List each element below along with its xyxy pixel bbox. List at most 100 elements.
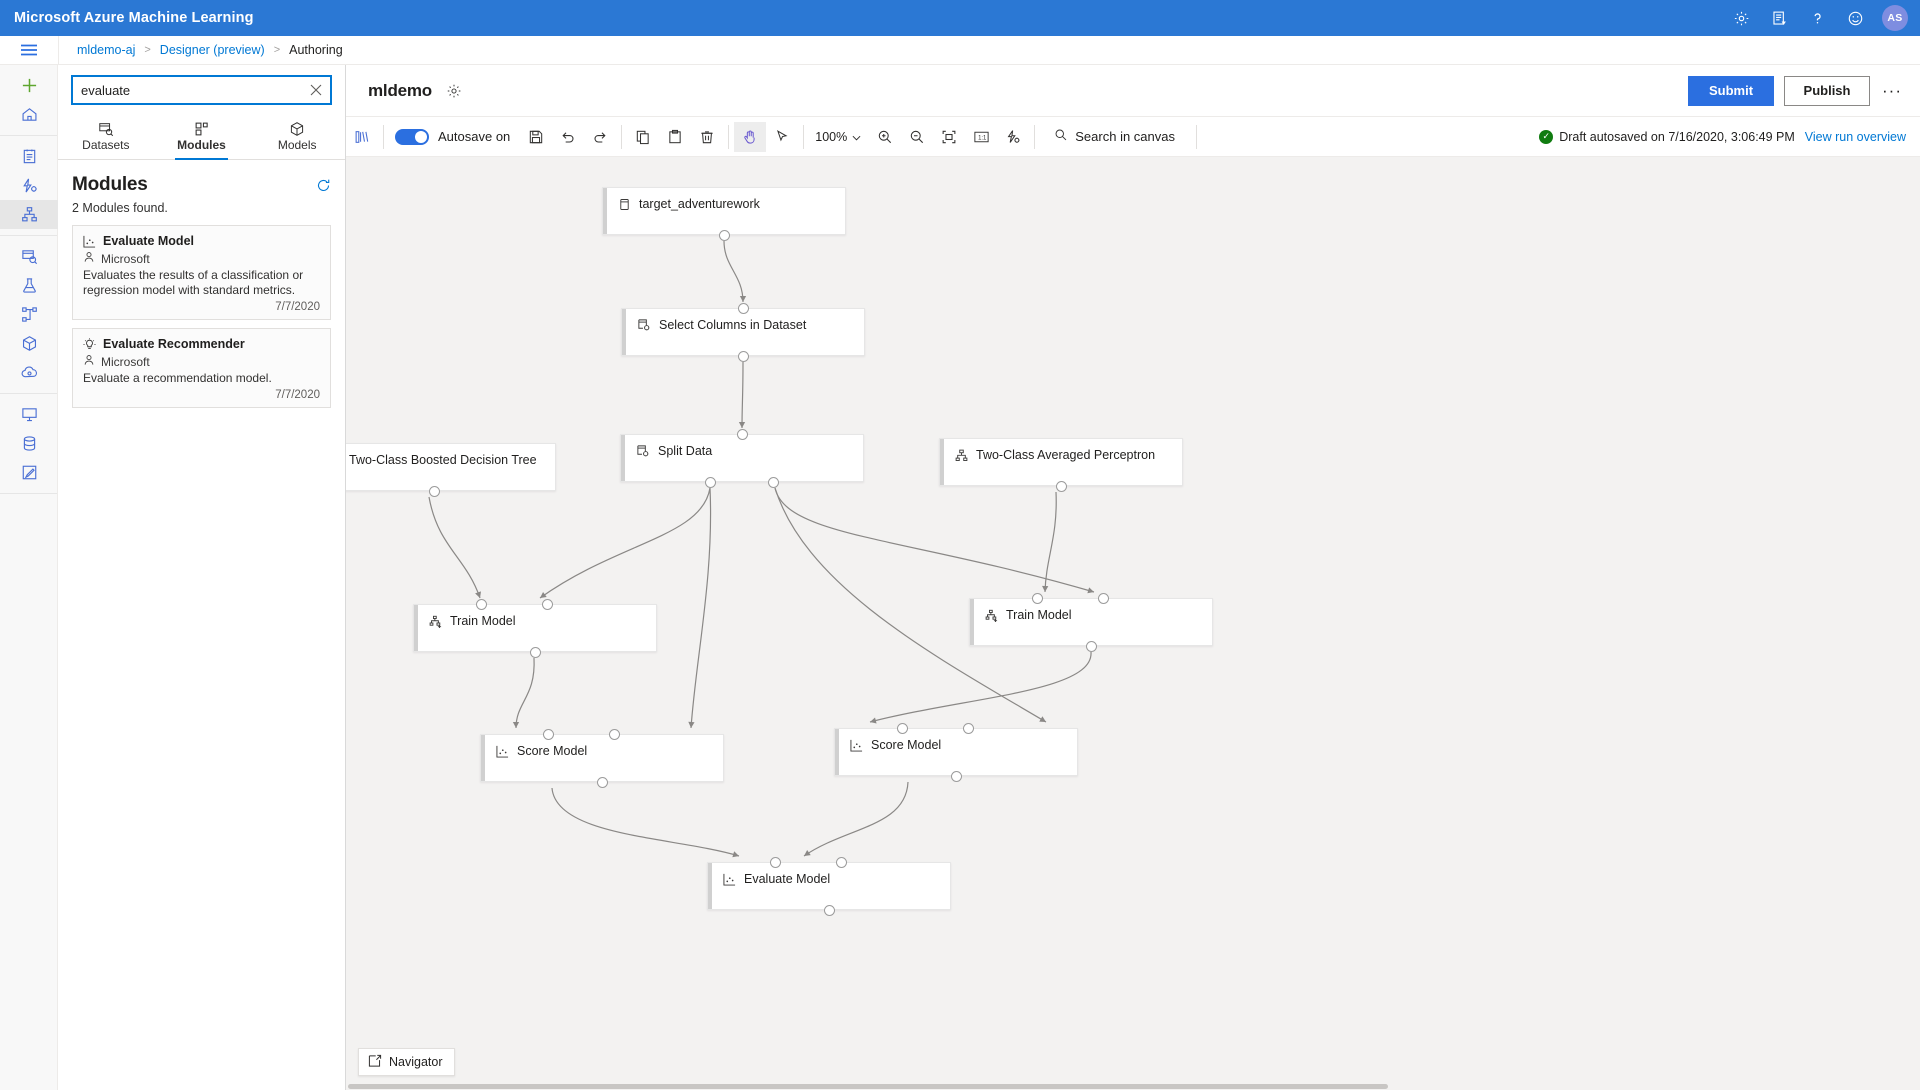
notebooks-icon[interactable] bbox=[0, 142, 58, 171]
actual-size-icon[interactable]: 1:1 bbox=[965, 122, 997, 152]
node-input-port-1[interactable] bbox=[541, 598, 553, 610]
automated-ml-icon[interactable] bbox=[0, 171, 58, 200]
search-icon bbox=[1054, 128, 1068, 145]
labeling-icon[interactable] bbox=[0, 458, 58, 487]
compute-icon[interactable] bbox=[0, 400, 58, 429]
list-item[interactable]: Evaluate Model Microsoft Evaluates the r… bbox=[72, 225, 331, 320]
canvas-node-select-columns-in-dataset[interactable]: Select Columns in Dataset bbox=[621, 308, 865, 356]
submit-button[interactable]: Submit bbox=[1688, 75, 1775, 106]
auto-layout-icon[interactable] bbox=[997, 122, 1029, 152]
gear-icon[interactable] bbox=[1722, 0, 1760, 36]
node-output-port-0[interactable] bbox=[950, 770, 962, 782]
node-body: Train Model bbox=[974, 599, 1082, 622]
experiments-icon[interactable] bbox=[0, 271, 58, 300]
navigator-icon bbox=[368, 1054, 382, 1071]
canvas-node-train-model[interactable]: Train Model bbox=[969, 598, 1213, 646]
scrollbar-thumb[interactable] bbox=[348, 1084, 1388, 1089]
gear-icon[interactable] bbox=[446, 83, 462, 99]
tab-modules[interactable]: Modules bbox=[154, 113, 250, 160]
canvas-node-score-model[interactable]: Score Model bbox=[834, 728, 1078, 776]
list-item[interactable]: Evaluate Recommender Microsoft Evaluate … bbox=[72, 328, 331, 408]
models-icon[interactable] bbox=[0, 329, 58, 358]
feedback-doc-icon[interactable] bbox=[1760, 0, 1798, 36]
pan-hand-icon[interactable] bbox=[734, 121, 767, 152]
canvas-node-two-class-averaged-perceptron[interactable]: Two-Class Averaged Perceptron bbox=[939, 438, 1183, 486]
datasets-icon[interactable] bbox=[0, 242, 58, 271]
node-output-port-0[interactable] bbox=[823, 904, 835, 916]
datastores-icon[interactable] bbox=[0, 429, 58, 458]
navigator-button[interactable]: Navigator bbox=[358, 1048, 455, 1076]
hamburger-icon[interactable] bbox=[0, 36, 58, 65]
zoom-in-icon[interactable] bbox=[869, 122, 901, 152]
node-output-port-0[interactable] bbox=[1085, 640, 1097, 652]
horizontal-scrollbar[interactable] bbox=[348, 1083, 1920, 1090]
node-input-port-0[interactable] bbox=[736, 428, 748, 440]
node-output-port-1[interactable] bbox=[768, 476, 780, 488]
node-input-port-0[interactable] bbox=[737, 302, 749, 314]
tab-datasets[interactable]: Datasets bbox=[58, 113, 154, 159]
search-area bbox=[58, 65, 345, 113]
copy-icon[interactable] bbox=[627, 122, 659, 152]
breadcrumb-bar: mldemo-aj > Designer (preview) > Authori… bbox=[0, 35, 1920, 65]
publish-button[interactable]: Publish bbox=[1784, 75, 1871, 106]
node-output-port-0[interactable] bbox=[737, 350, 749, 362]
home-icon[interactable] bbox=[0, 100, 58, 129]
canvas-search-input[interactable]: Search in canvas bbox=[1040, 124, 1191, 150]
tab-models[interactable]: Models bbox=[249, 113, 345, 159]
avatar[interactable]: AS bbox=[1882, 5, 1908, 31]
canvas-node-two-class-boosted-decision-tree[interactable]: Two-Class Boosted Decision Tree bbox=[346, 443, 556, 491]
breadcrumb-item-designer[interactable]: Designer (preview) bbox=[159, 43, 265, 57]
top-app-bar: Microsoft Azure Machine Learning AS bbox=[0, 0, 1920, 36]
breadcrumb-item-workspace[interactable]: mldemo-aj bbox=[77, 43, 136, 57]
module-date: 7/7/2020 bbox=[275, 389, 320, 401]
autosave-toggle[interactable] bbox=[395, 128, 429, 145]
pipelines-icon[interactable] bbox=[0, 300, 58, 329]
canvas-node-split-data[interactable]: Split Data bbox=[620, 434, 864, 482]
smiley-icon[interactable] bbox=[1836, 0, 1874, 36]
results-count: 2 Modules found. bbox=[72, 201, 168, 215]
node-input-port-0[interactable] bbox=[896, 722, 908, 734]
more-options-button[interactable]: ··· bbox=[1882, 80, 1902, 100]
close-icon[interactable] bbox=[302, 77, 330, 103]
new-icon[interactable] bbox=[0, 71, 58, 100]
refresh-icon[interactable] bbox=[316, 178, 331, 193]
canvas-node-evaluate-model[interactable]: Evaluate Model bbox=[707, 862, 951, 910]
node-input-port-0[interactable] bbox=[475, 598, 487, 610]
node-input-port-0[interactable] bbox=[542, 728, 554, 740]
modules-icon bbox=[154, 119, 250, 138]
search-box[interactable] bbox=[71, 75, 332, 105]
help-icon[interactable] bbox=[1798, 0, 1836, 36]
node-output-port-0[interactable] bbox=[596, 776, 608, 788]
endpoints-icon[interactable] bbox=[0, 358, 58, 387]
designer-icon[interactable] bbox=[0, 200, 58, 229]
node-output-port-0[interactable] bbox=[529, 646, 541, 658]
node-output-port-0[interactable] bbox=[1055, 480, 1067, 492]
node-input-port-1[interactable] bbox=[1097, 592, 1109, 604]
zoom-to-fit-icon[interactable] bbox=[933, 122, 965, 152]
delete-icon[interactable] bbox=[691, 122, 723, 152]
node-input-port-0[interactable] bbox=[1031, 592, 1043, 604]
canvas-node-score-model[interactable]: Score Model bbox=[480, 734, 724, 782]
save-icon[interactable] bbox=[520, 122, 552, 152]
view-run-overview-link[interactable]: View run overview bbox=[1804, 129, 1906, 144]
zoom-out-icon[interactable] bbox=[901, 122, 933, 152]
node-output-port-0[interactable] bbox=[428, 485, 440, 497]
undo-icon[interactable] bbox=[552, 122, 584, 152]
module-title: Evaluate Model bbox=[103, 234, 194, 248]
node-input-port-1[interactable] bbox=[962, 722, 974, 734]
node-input-port-1[interactable] bbox=[835, 856, 847, 868]
node-input-port-0[interactable] bbox=[769, 856, 781, 868]
node-output-port-0[interactable] bbox=[704, 476, 716, 488]
search-input[interactable] bbox=[73, 77, 302, 103]
zoom-level-selector[interactable]: 100% bbox=[815, 130, 861, 144]
node-input-port-1[interactable] bbox=[608, 728, 620, 740]
node-body: target_adventurework bbox=[607, 188, 770, 211]
node-output-port-0[interactable] bbox=[718, 229, 730, 241]
select-pointer-icon[interactable] bbox=[766, 122, 798, 152]
canvas-node-target-adventurework[interactable]: target_adventurework bbox=[602, 187, 846, 235]
paste-icon[interactable] bbox=[659, 122, 691, 152]
canvas-node-train-model[interactable]: Train Model bbox=[413, 604, 657, 652]
panel-toggle-icon[interactable] bbox=[346, 122, 378, 152]
redo-icon[interactable] bbox=[584, 122, 616, 152]
